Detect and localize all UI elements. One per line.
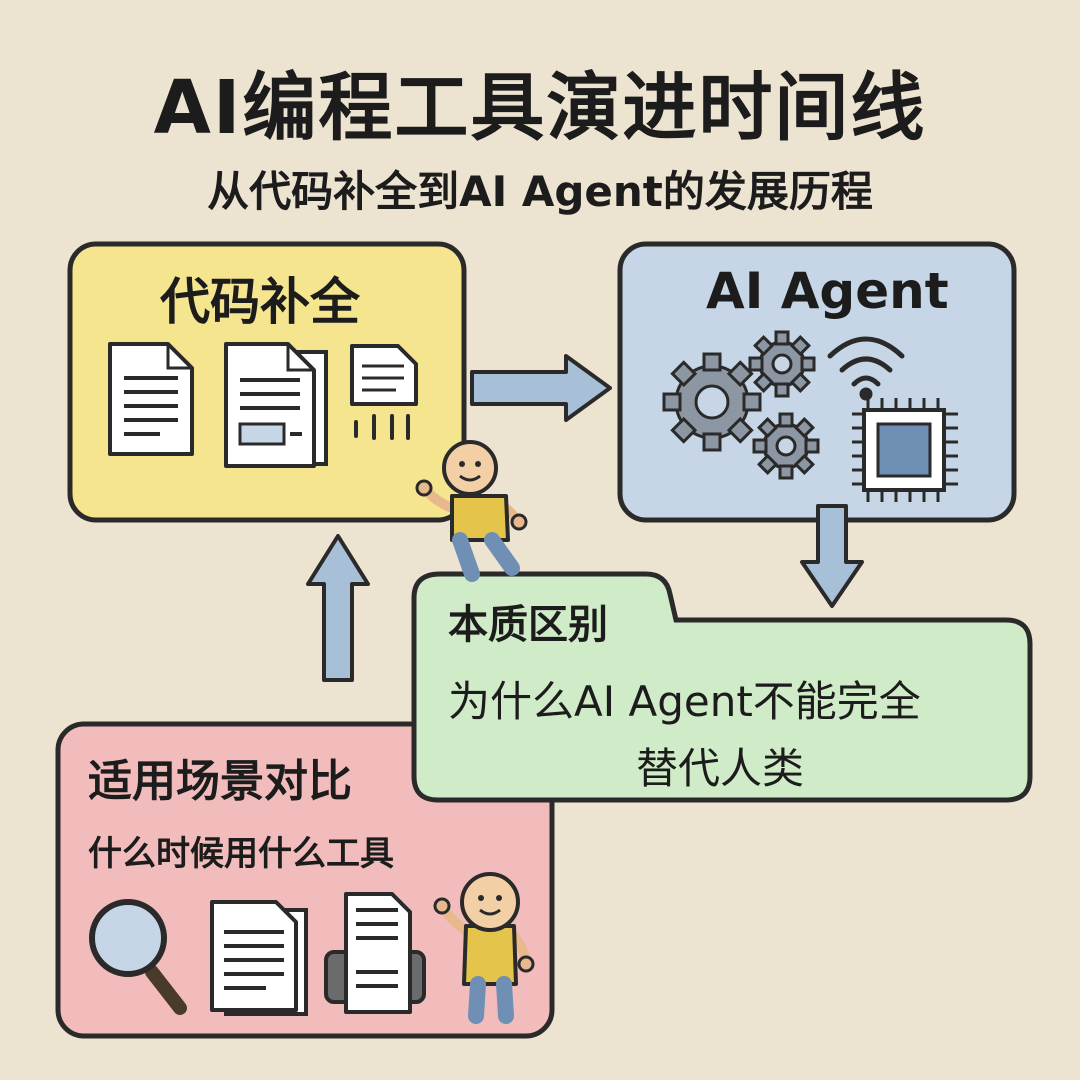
gear-icon [662,330,820,480]
printer-icon [324,892,426,1014]
scenario-text: 什么时候用什么工具 [88,834,394,874]
person-icon [433,872,535,1024]
page-subtitle: 从代码补全到AI Agent的发展历程 [207,167,873,216]
up-arrow-icon [306,534,370,682]
difference-text-line2: 替代人类 [635,744,804,793]
right-arrow-icon [470,354,612,422]
code-completion-label: 代码补全 [160,273,360,331]
document-icon [108,342,194,456]
difference-box [411,571,1033,803]
document-icon [210,900,308,1016]
difference-text-line1: 为什么AI Agent不能完全 [448,677,921,726]
ai-agent-label: AI Agent [706,262,949,320]
magnifier-icon [89,899,187,1015]
chip-icon [852,398,958,502]
scenario-label: 适用场景对比 [88,756,352,807]
document-stack-icon [224,342,328,468]
difference-label: 本质区别 [448,602,608,648]
down-arrow-icon [800,504,864,608]
person-icon [415,440,528,582]
page-title: AI编程工具演进时间线 [153,65,927,151]
wifi-icon [827,336,905,401]
scenario-box [55,721,555,1039]
code-document-icon [350,344,418,440]
